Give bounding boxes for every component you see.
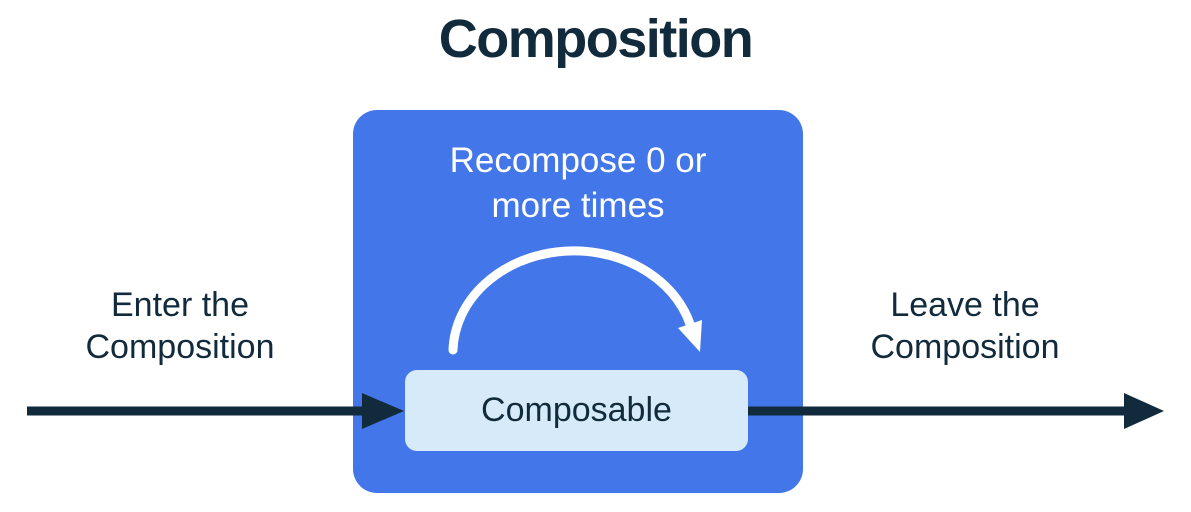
enter-arrow-icon	[27, 393, 404, 429]
leave-composition-label: Leave the Composition	[820, 284, 1110, 368]
leave-label-line1: Leave the	[890, 286, 1040, 324]
recompose-label: Recompose 0 or more times	[353, 138, 803, 228]
leave-label-line2: Composition	[870, 328, 1060, 366]
enter-label-line1: Enter the	[111, 286, 249, 324]
enter-composition-label: Enter the Composition	[30, 284, 330, 368]
diagram-title: Composition	[438, 9, 754, 69]
recompose-label-line2: more times	[491, 186, 665, 225]
enter-label-line2: Composition	[85, 328, 275, 366]
composable-box: Composable	[405, 370, 748, 451]
composable-label: Composable	[481, 391, 672, 429]
recompose-label-line1: Recompose 0 or	[449, 141, 707, 180]
leave-arrow-icon	[748, 393, 1164, 429]
